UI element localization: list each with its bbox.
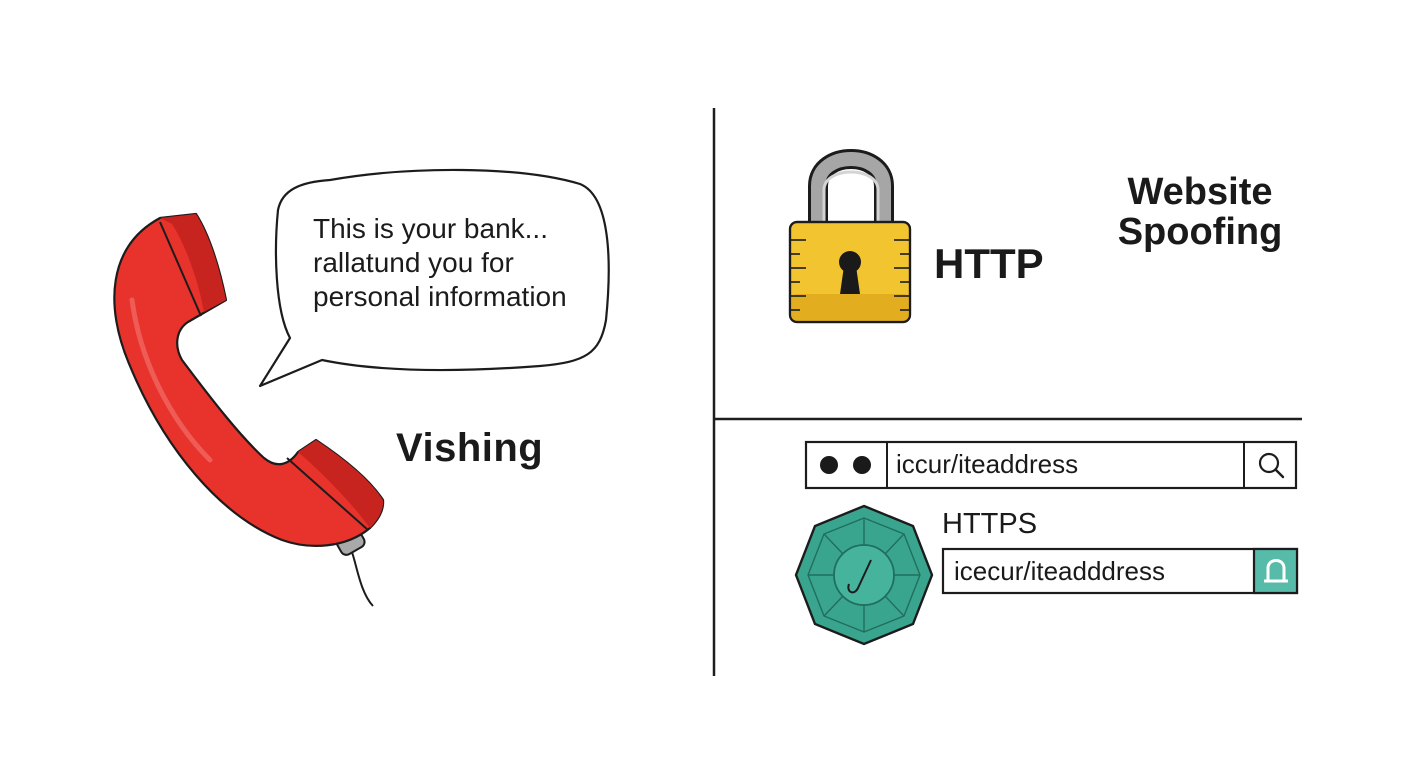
title-line-2: Spoofing (1117, 211, 1283, 253)
shield-badge-icon (794, 504, 934, 646)
speech-bubble (258, 168, 610, 388)
padlock-icon (788, 149, 912, 324)
http-label: HTTP (934, 240, 1044, 287)
insecure-address-text[interactable]: iccur/iteaddress (896, 449, 1079, 479)
phone-handset-icon (113, 212, 385, 607)
speech-line-3: personal information (313, 281, 567, 312)
search-icon[interactable] (1258, 452, 1285, 479)
speech-bubble-text: This is your bank... rallatund you for p… (313, 212, 603, 314)
window-dots-icon (820, 456, 871, 474)
website-spoofing-title: Website Spoofing (1100, 172, 1300, 252)
https-label: HTTPS (942, 508, 1038, 540)
speech-line-2: rallatund you for (313, 247, 514, 278)
secure-address-text[interactable]: icecur/iteadddress (954, 556, 1165, 586)
secure-address-bar[interactable] (941, 547, 1299, 595)
insecure-address-bar[interactable] (804, 440, 1298, 490)
speech-line-1: This is your bank... (313, 213, 548, 244)
secure-lock-icon[interactable] (1264, 559, 1288, 583)
title-line-1: Website (1127, 171, 1273, 213)
vishing-label: Vishing (396, 426, 544, 470)
